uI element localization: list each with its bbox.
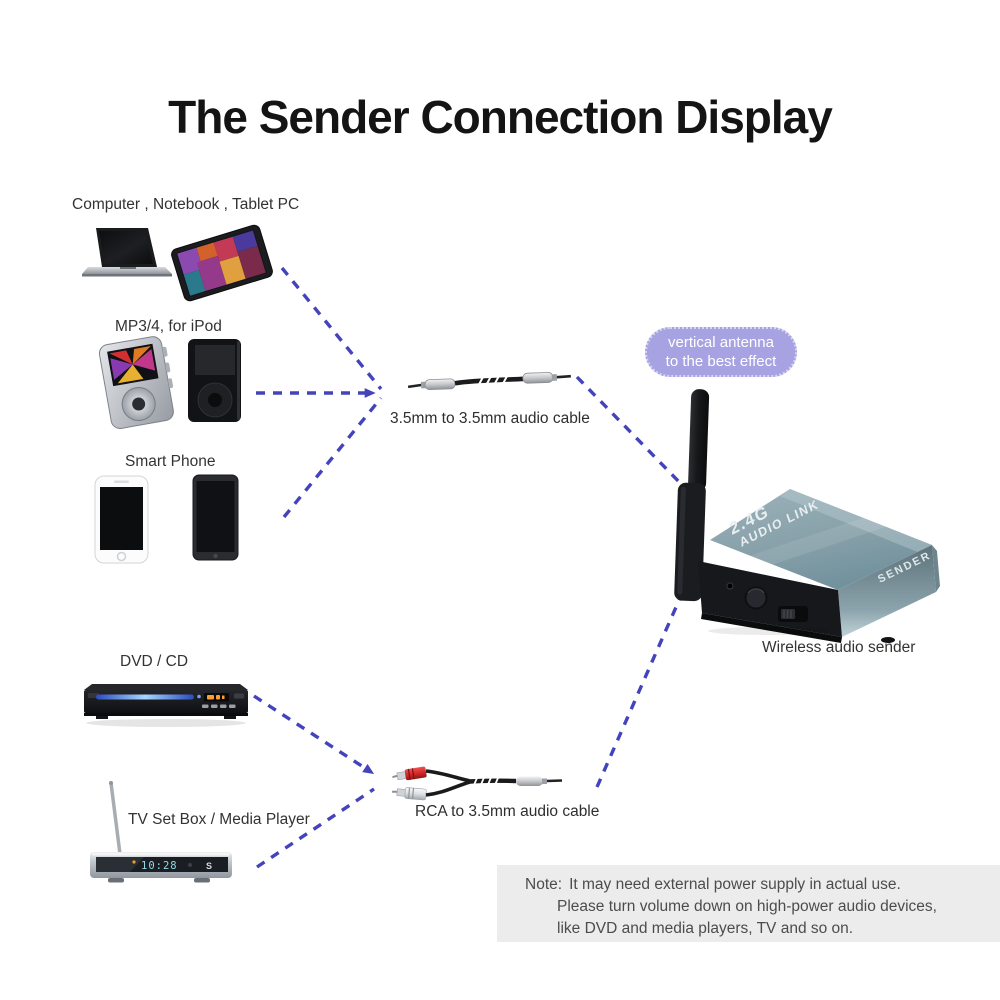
note-prefix: Note: [525,876,563,893]
white-phone-illustration [94,475,149,564]
callout-line1: vertical antenna [668,334,774,351]
computer-label: Computer , Notebook , Tablet PC [72,196,300,213]
dvd-label: DVD / CD [120,653,189,670]
note-line-1: It may need external power supply in act… [569,876,901,893]
note-line-2: Please turn volume down on high-power au… [557,898,937,915]
mp3-player-illustration [98,336,174,429]
tvbox-antenna [109,781,122,856]
page-title: The Sender Connection Display [168,91,833,143]
sender-caption: Wireless audio sender [762,639,916,656]
note-line-3: like DVD and media players, TV and so on… [557,920,854,937]
black-phone-illustration [192,474,239,561]
callout-line2: to the best effect [665,353,777,370]
line-computer-to-aux [280,266,383,391]
tvbox-label: TV Set Box / Media Player [128,811,310,828]
line-tvbox-to-rca [256,787,375,869]
tablet-illustration [171,224,273,302]
tvbox-time: 10:28 [141,860,178,872]
smartphone-label: Smart Phone [125,453,216,470]
dvd-player-illustration [84,684,248,727]
aux-cable-illustration [407,372,571,391]
laptop-illustration [82,228,172,277]
mp3-label: MP3/4, for iPod [115,318,222,335]
antenna [674,389,710,602]
pair-button [744,586,768,610]
line-dvd-to-rca [253,694,375,775]
tvbox-logo: S [206,861,212,871]
rca-cable-label: RCA to 3.5mm audio cable [415,803,600,820]
ipod-illustration [188,339,241,422]
wireless-sender-illustration: 2.4G AUDIO LINK SENDER [674,389,940,643]
aux-cable-label: 3.5mm to 3.5mm audio cable [390,410,590,427]
line-phone-to-aux [282,396,383,519]
note-box: Note: It may need external power supply i… [497,865,1000,942]
rca-cable-illustration [392,766,563,801]
tvbox-illustration: 10:28 S [90,781,232,883]
antenna-callout: vertical antenna to the best effect [645,327,797,377]
line-rca-to-sender [595,588,686,788]
line-aux-to-sender [575,375,687,490]
